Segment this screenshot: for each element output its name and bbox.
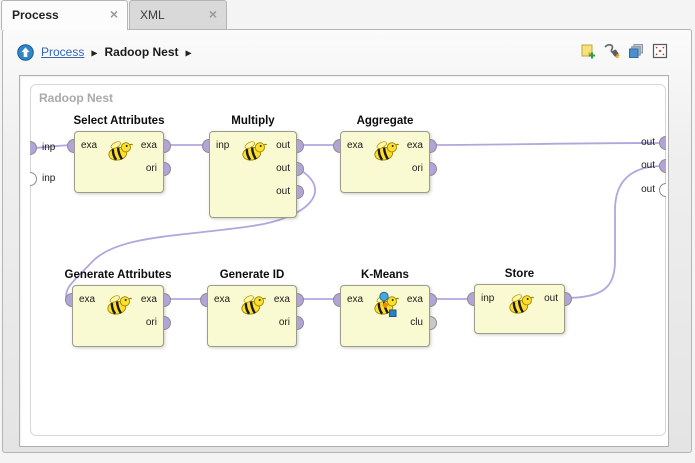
port-label: out (641, 160, 655, 171)
port-label: exa (347, 294, 364, 305)
port-label: ori (145, 163, 157, 174)
port-label: exa (79, 294, 96, 305)
port-exa-in[interactable] (333, 293, 340, 307)
port-label: inp (42, 173, 56, 184)
operator-k-means[interactable]: exa exa clu (333, 285, 437, 347)
port-label: inp (42, 142, 56, 153)
frame-label: Radoop Nest (39, 91, 114, 105)
port-label: clu (410, 317, 423, 328)
fit-to-view-icon (651, 43, 669, 64)
tab-label: Process (12, 8, 59, 22)
operator-multiply[interactable]: inp out out out (202, 131, 304, 218)
hive-bee-icon (104, 136, 134, 166)
breadcrumb-separator-icon: ▶ (91, 48, 98, 57)
add-note-button[interactable] (579, 42, 597, 60)
breadcrumb: Process ▶ Radoop Nest ▶ (17, 42, 192, 62)
hive-bee-icon (238, 136, 268, 166)
port-label: exa (406, 294, 423, 305)
fit-to-view-button[interactable] (651, 42, 669, 60)
radoop-nest-frame: Radoop Nest (30, 84, 666, 436)
operator-title: Aggregate (356, 115, 414, 127)
auto-wire-button[interactable] (603, 42, 621, 60)
close-tab-icon[interactable]: × (208, 6, 217, 22)
kmeans-bee-icon (370, 290, 400, 320)
operator-generate-attributes[interactable]: exa exa ori (65, 285, 171, 347)
port-label: out (276, 140, 290, 151)
tab-label: XML (140, 8, 165, 22)
port-label: out (641, 184, 655, 195)
nest-output-port[interactable] (659, 136, 666, 150)
operator-title: Select Attributes (73, 115, 165, 127)
canvas-toolbar (579, 42, 669, 60)
operator-generate-id[interactable]: exa exa ori (200, 285, 304, 347)
port-label: inp (216, 140, 230, 151)
auto-wire-icon (603, 43, 621, 64)
operator-title: K-Means (361, 269, 409, 281)
port-label: exa (347, 140, 364, 151)
process-canvas[interactable]: Radoop Nest exa exa ori Select Attributes in… (19, 75, 669, 447)
port-exa-in[interactable] (65, 293, 72, 307)
port-label: out (641, 137, 655, 148)
port-label: out (276, 163, 290, 174)
port-label: out (276, 186, 290, 197)
port-label: ori (278, 317, 290, 328)
add-note-icon (579, 44, 597, 64)
port-exa-in[interactable] (333, 139, 340, 153)
port-label: exa (81, 140, 98, 151)
port-inp-in[interactable] (202, 139, 209, 153)
arrange-operators-icon (627, 44, 645, 64)
port-label: inp (481, 293, 495, 304)
operator-title: Multiply (231, 115, 275, 127)
port-label: ori (145, 317, 157, 328)
port-label: exa (214, 294, 231, 305)
hive-bee-icon (237, 290, 267, 320)
port-inp-in[interactable] (467, 292, 474, 306)
tab-xml[interactable]: XML × (129, 0, 227, 29)
hive-bee-icon (505, 289, 535, 319)
tab-process[interactable]: Process × (1, 0, 128, 30)
home-up-arrow-icon[interactable] (17, 43, 34, 61)
hive-bee-icon (370, 136, 400, 166)
operator-aggregate[interactable]: exa exa ori (333, 131, 437, 193)
port-label: exa (273, 294, 290, 305)
tab-bar: Process × XML × (0, 0, 695, 30)
arrange-operators-button[interactable] (627, 42, 645, 60)
breadcrumb-current[interactable]: Radoop Nest (104, 45, 179, 59)
port-label: exa (140, 294, 157, 305)
port-label: out (544, 293, 558, 304)
close-tab-icon[interactable]: × (109, 6, 118, 22)
breadcrumb-link[interactable]: Process (41, 45, 85, 59)
port-label: ori (411, 163, 423, 174)
port-exa-in[interactable] (67, 139, 74, 153)
nest-output-port[interactable] (659, 159, 666, 173)
operator-select-attributes[interactable]: exa exa ori (67, 131, 171, 193)
port-exa-in[interactable] (200, 293, 207, 307)
breadcrumb-separator-icon: ▶ (185, 48, 192, 57)
port-label: exa (406, 140, 423, 151)
port-label: exa (140, 140, 157, 151)
hive-bee-icon (103, 290, 133, 320)
operator-store[interactable]: inp out (467, 284, 572, 334)
nest-output-port[interactable] (659, 183, 666, 197)
operator-title: Store (504, 268, 535, 280)
